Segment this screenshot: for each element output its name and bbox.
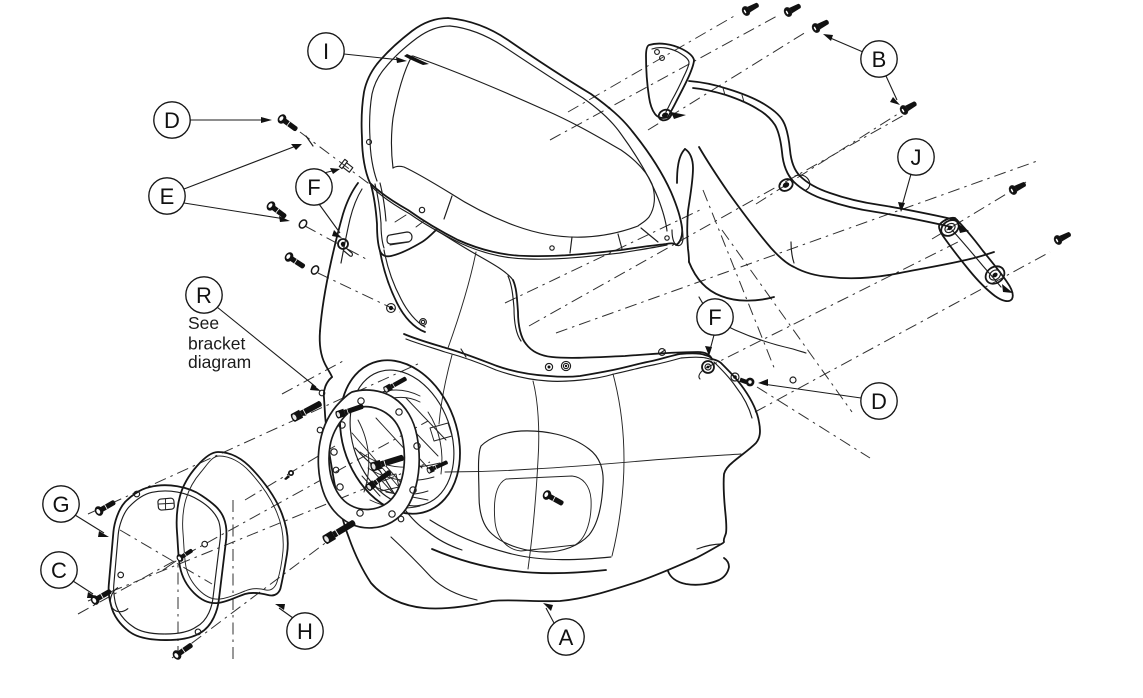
svg-text:D: D bbox=[871, 389, 887, 414]
svg-text:See: See bbox=[188, 313, 219, 333]
svg-text:E: E bbox=[160, 184, 175, 209]
svg-text:F: F bbox=[307, 175, 320, 200]
svg-text:A: A bbox=[559, 625, 574, 650]
svg-text:J: J bbox=[911, 145, 922, 170]
svg-text:diagram: diagram bbox=[188, 352, 251, 372]
svg-text:D: D bbox=[164, 108, 180, 133]
svg-text:F: F bbox=[708, 305, 721, 330]
svg-text:G: G bbox=[52, 492, 69, 517]
svg-text:H: H bbox=[297, 619, 313, 644]
svg-text:I: I bbox=[323, 39, 329, 64]
svg-text:R: R bbox=[196, 283, 212, 308]
svg-text:C: C bbox=[51, 558, 67, 583]
svg-text:B: B bbox=[872, 47, 887, 72]
svg-text:bracket: bracket bbox=[188, 334, 246, 354]
